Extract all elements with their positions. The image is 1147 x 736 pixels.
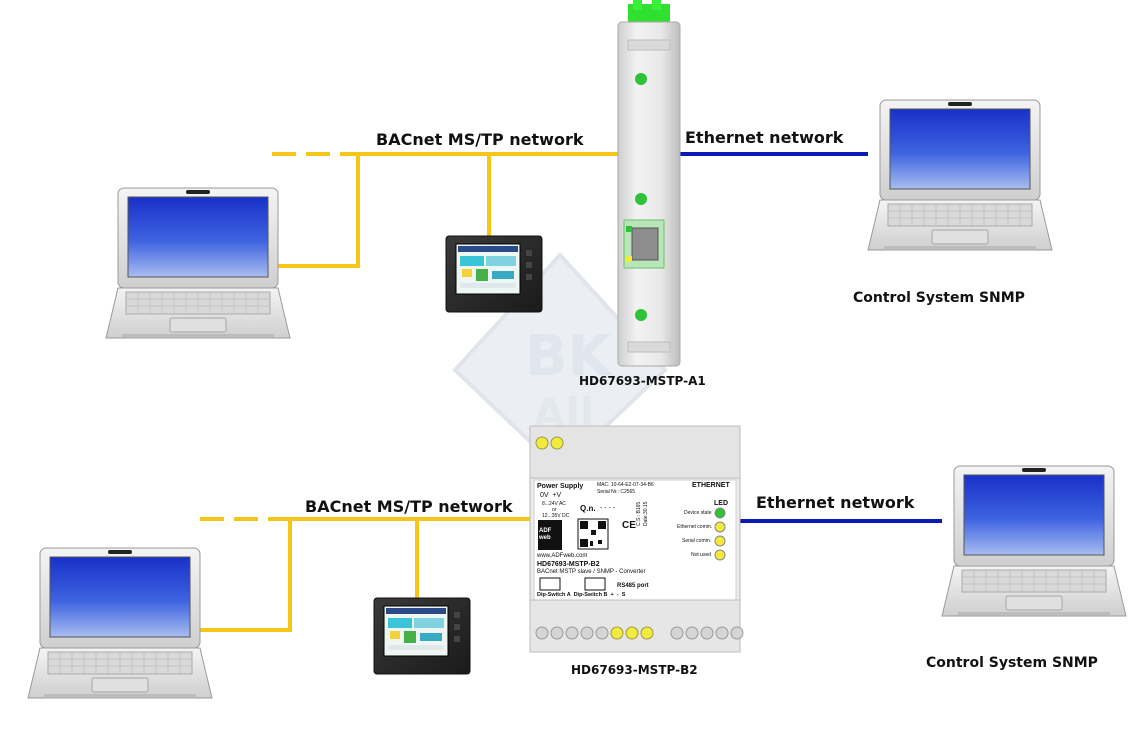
laptop-bottom-left xyxy=(27,547,213,699)
b2-rs485: RS485 port xyxy=(617,583,649,589)
b2-cs: C.S.: B165 xyxy=(636,501,642,526)
b2-ethernet: ETHERNET xyxy=(692,482,730,489)
b2-voltage-ac: 8...24V AC xyxy=(542,501,566,507)
bottom-bacnet-label: BACnet MS/TP network xyxy=(305,497,513,516)
svg-text:BK: BK xyxy=(525,324,614,389)
b2-voltage-or: or xyxy=(552,507,557,513)
b2-mac: MAC: 10-64-E2-07-34-B6 xyxy=(597,482,654,488)
b2-led-label-2: Ethernet comm. xyxy=(677,524,713,530)
b2-qn-value: - - - - xyxy=(600,505,616,512)
b2-website: www.ADFweb.com xyxy=(537,553,588,559)
bottom-bacnet-lines xyxy=(200,517,530,632)
b2-brand: ADF web xyxy=(539,528,552,541)
top-control-label: Control System SNMP xyxy=(853,290,1025,306)
hmi-panel-bottom xyxy=(373,597,471,675)
top-device-label: HD67693-MSTP-A1 xyxy=(579,374,706,388)
b2-qn: Q.n. xyxy=(580,504,596,513)
b2-model: HD67693-MSTP-B2 xyxy=(537,561,600,568)
led-a1-3 xyxy=(635,309,647,321)
bottom-ethernet-label: Ethernet network xyxy=(756,493,915,512)
led-a1-1 xyxy=(635,73,647,85)
laptop-bottom-right xyxy=(941,465,1127,617)
bottom-device-label: HD67693-MSTP-B2 xyxy=(571,663,698,677)
b2-ce-mark: CE xyxy=(622,520,636,531)
b2-date: Date:30.15 xyxy=(643,501,649,526)
laptop-top-right xyxy=(867,99,1053,251)
b2-voltage-dc: 12...35V DC xyxy=(542,513,570,519)
b2-dip-labels: Dip-Switch A Dip-Switch B + - S xyxy=(537,592,626,598)
led-a1-2 xyxy=(635,193,647,205)
laptop-top-left xyxy=(105,187,291,339)
hmi-panel-top xyxy=(445,235,543,313)
device-b2 xyxy=(529,425,744,653)
b2-led-label-4: Not used xyxy=(691,552,712,558)
b2-led-title: LED xyxy=(714,500,728,507)
device-a1 xyxy=(617,0,681,367)
bottom-control-label: Control System SNMP xyxy=(926,655,1098,671)
top-ethernet-label: Ethernet network xyxy=(685,128,844,147)
b2-serial: Serial Nr.: C2565 xyxy=(597,489,636,495)
top-bacnet-lines xyxy=(272,152,620,268)
b2-power-supply: Power Supply xyxy=(537,483,584,490)
b2-led-label-1: Device state xyxy=(684,510,712,516)
b2-description: BACnet MSTP slave / SNMP - Converter xyxy=(537,569,646,575)
b2-led-label-3: Serial comm. xyxy=(682,538,712,544)
b2-voltage-terms: 0V +V xyxy=(540,492,562,499)
top-bacnet-label: BACnet MS/TP network xyxy=(376,130,584,149)
